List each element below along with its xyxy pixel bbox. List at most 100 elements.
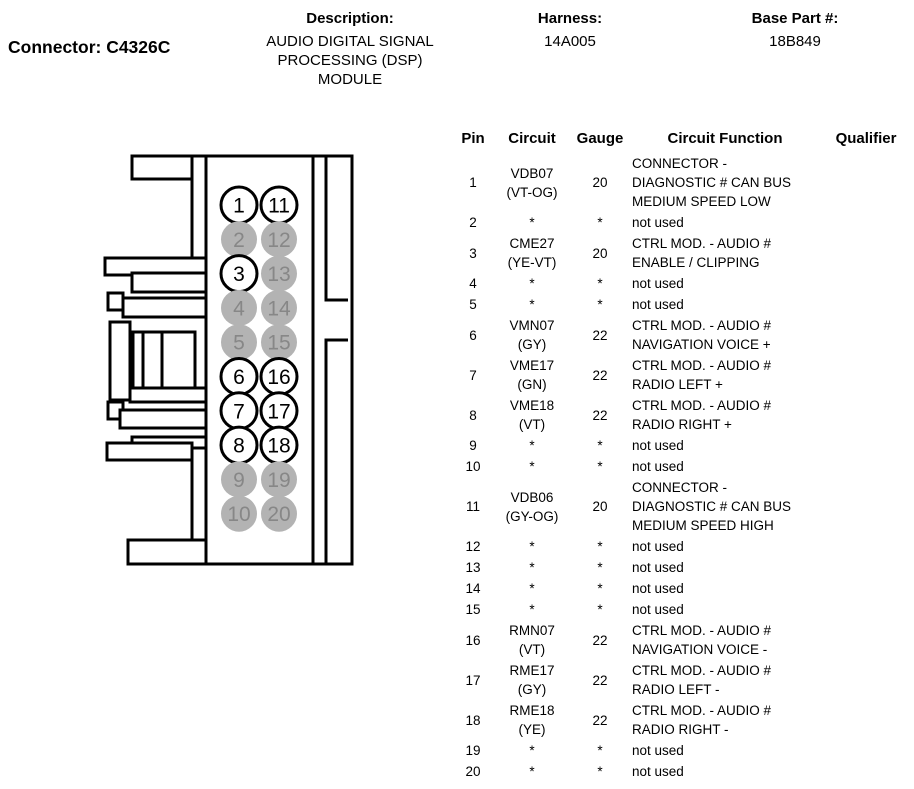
pin-12: [261, 221, 297, 258]
pin-15: [261, 324, 297, 361]
gauge-cell: *: [597, 602, 603, 617]
circuit-function-cell: not used: [632, 743, 684, 758]
pin-3-label: 3: [233, 263, 245, 286]
gauge-cell: *: [597, 215, 603, 230]
pin-14: [261, 289, 297, 326]
connector-title: Connector: C4326C: [8, 37, 171, 57]
table-row: 3 CME27 (YE-VT) 20 CTRL MOD. - AUDIO # E…: [450, 233, 914, 273]
pin-19: [261, 461, 297, 498]
pin-20: [261, 495, 297, 532]
circuit-function-cell: not used: [632, 215, 684, 230]
harness-value: 14A005: [544, 33, 596, 50]
circuit-function-cell: CTRL MOD. - AUDIO # RADIO RIGHT +: [632, 398, 772, 432]
circuit-function-cell: not used: [632, 539, 684, 554]
col-header-pin: Pin: [461, 130, 485, 147]
gauge-cell: *: [597, 276, 603, 291]
table-row: 16 RMN07 (VT) 22 CTRL MOD. - AUDIO # NAV…: [450, 620, 914, 660]
table-row: 10 * * not used: [450, 456, 914, 477]
gauge-cell: 20: [592, 245, 608, 261]
table-row: 13 * * not used: [450, 557, 914, 578]
connector-left-profile: [103, 154, 208, 566]
table-row: 5 * * not used: [450, 294, 914, 315]
gauge-cell: 20: [592, 499, 608, 514]
circuit-cell: *: [529, 602, 535, 617]
base-part-block: Base Part #: 18B849: [725, 8, 865, 51]
gauge-cell: *: [597, 459, 603, 474]
pin-15-label: 15: [267, 332, 290, 355]
table-row: 14 * * not used: [450, 578, 914, 599]
pin-9-label: 9: [233, 469, 245, 492]
circuit-cell: VMN07 (GY): [509, 318, 555, 352]
pin-cell: 13: [465, 560, 481, 575]
gauge-cell: 22: [592, 367, 608, 383]
circuit-cell: *: [529, 459, 535, 474]
circuit-function-cell: CONNECTOR - DIAGNOSTIC # CAN BUS MEDIUM …: [632, 480, 792, 533]
harness-label: Harness:: [537, 10, 603, 27]
circuit-cell: RME17 (GY): [509, 663, 555, 697]
circuit-cell: RME18 (YE): [509, 703, 555, 737]
gauge-cell: *: [597, 581, 603, 596]
table-row: 19 * * not used: [450, 740, 914, 761]
pin-table: Pin Circuit Gauge Circuit Function Quali…: [450, 130, 914, 782]
pin-cell: 15: [465, 602, 481, 617]
circuit-cell: *: [529, 560, 535, 575]
pin-4-label: 4: [233, 297, 245, 320]
gauge-cell: *: [597, 539, 603, 554]
circuit-cell: RMN07 (VT): [509, 623, 555, 657]
pin-4: [221, 289, 257, 326]
pin-9: [221, 461, 257, 498]
pin-11-label: 11: [268, 195, 290, 218]
table-row: 18 RME18 (YE) 22 CTRL MOD. - AUDIO # RAD…: [450, 700, 914, 740]
pin-10: [221, 495, 257, 532]
circuit-cell: *: [529, 743, 535, 758]
pin-20-label: 20: [267, 503, 290, 526]
circuit-function-cell: not used: [632, 459, 684, 474]
pin-1-label: 1: [233, 195, 245, 218]
circuit-function-cell: not used: [632, 560, 684, 575]
col-header-function: Circuit Function: [667, 130, 783, 147]
pin-cell: 8: [469, 407, 477, 423]
circuit-cell: *: [529, 215, 535, 230]
table-row: 12 * * not used: [450, 536, 914, 557]
pin-cell: 4: [469, 276, 477, 291]
circuit-cell: *: [529, 297, 535, 312]
base-part-value: 18B849: [769, 33, 821, 50]
circuit-function-cell: not used: [632, 764, 684, 779]
gauge-cell: 20: [592, 175, 608, 190]
pin-8-label: 8: [233, 435, 245, 458]
circuit-function-cell: CTRL MOD. - AUDIO # NAVIGATION VOICE -: [632, 623, 772, 657]
col-header-circuit: Circuit: [508, 130, 556, 147]
table-row: 7 VME17 (GN) 22 CTRL MOD. - AUDIO # RADI…: [450, 355, 914, 395]
pin-cell: 18: [465, 712, 481, 728]
circuit-function-cell: not used: [632, 581, 684, 596]
pin-cell: 9: [469, 438, 477, 453]
gauge-cell: *: [597, 560, 603, 575]
table-row: 11 VDB06 (GY-OG) 20 CONNECTOR - DIAGNOST…: [450, 477, 914, 536]
description-label: Description:: [306, 10, 394, 27]
table-row: 6 VMN07 (GY) 22 CTRL MOD. - AUDIO # NAVI…: [450, 315, 914, 355]
circuit-function-cell: not used: [632, 602, 684, 617]
circuit-cell: *: [529, 438, 535, 453]
pin-cell: 5: [469, 297, 477, 312]
circuit-cell: CME27 (YE-VT): [507, 236, 557, 270]
circuit-function-cell: CTRL MOD. - AUDIO # RADIO LEFT -: [632, 663, 772, 697]
table-row: 17 RME17 (GY) 22 CTRL MOD. - AUDIO # RAD…: [450, 660, 914, 700]
base-part-label: Base Part #:: [751, 10, 839, 27]
pin-cell: 16: [465, 632, 481, 648]
pin-10-label: 10: [227, 503, 250, 526]
pin-cell: 12: [465, 539, 481, 554]
circuit-function-cell: CTRL MOD. - AUDIO # RADIO RIGHT -: [632, 703, 772, 737]
circuit-cell: *: [529, 764, 535, 779]
pin-cell: 6: [469, 327, 477, 343]
gauge-cell: 22: [592, 632, 608, 648]
pin-cell: 14: [465, 581, 481, 596]
table-row: 9 * * not used: [450, 435, 914, 456]
circuit-function-cell: CTRL MOD. - AUDIO # ENABLE / CLIPPING: [632, 236, 772, 270]
pin-18-label: 18: [267, 435, 290, 458]
table-row: 1 VDB07 (VT-OG) 20 CONNECTOR - DIAGNOSTI…: [450, 153, 914, 212]
gauge-cell: 22: [592, 712, 608, 728]
pin-5: [221, 324, 257, 361]
pin-cell: 1: [469, 175, 477, 190]
circuit-cell: VDB07 (VT-OG): [506, 165, 558, 200]
